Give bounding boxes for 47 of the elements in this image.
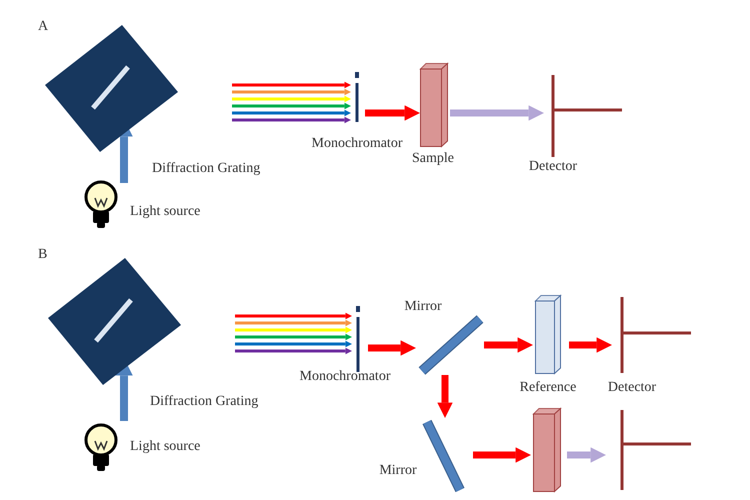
diffraction-grating xyxy=(48,258,183,388)
arrow xyxy=(235,334,352,340)
arrow xyxy=(235,340,352,348)
light-bulb-icon xyxy=(82,180,120,230)
arrow xyxy=(232,82,351,88)
sample-cuvette xyxy=(533,408,561,492)
component-label: Mirror xyxy=(379,464,417,478)
component-label: Reference xyxy=(520,381,576,395)
panel-label: A xyxy=(38,20,48,34)
arrow xyxy=(484,337,533,353)
monochromator-slit xyxy=(353,72,361,122)
arrow xyxy=(232,116,351,124)
mirror xyxy=(418,315,484,375)
component-label: Mirror xyxy=(404,300,442,314)
panel-label: B xyxy=(38,248,48,262)
component-label: Light source xyxy=(130,205,200,219)
detector-symbol xyxy=(619,297,691,373)
component-label: Diffraction Grating xyxy=(152,162,260,176)
mirror xyxy=(422,418,466,494)
arrow xyxy=(232,102,351,110)
arrow xyxy=(368,340,416,356)
component-label: Detector xyxy=(608,381,656,395)
arrow xyxy=(235,348,352,354)
arrow xyxy=(473,447,531,463)
component-label: Monochromator xyxy=(300,370,390,384)
component-label: Monochromator xyxy=(312,137,402,151)
arrow xyxy=(567,447,606,463)
sample-cuvette xyxy=(420,63,448,147)
sample-cuvette xyxy=(535,295,561,374)
component-label: Light source xyxy=(130,440,200,454)
arrow xyxy=(450,105,544,121)
light-bulb-icon xyxy=(82,423,120,473)
arrow xyxy=(232,88,351,96)
component-label: Sample xyxy=(412,152,454,166)
arrow xyxy=(235,326,352,334)
detector-symbol xyxy=(619,410,691,490)
arrow xyxy=(437,375,453,418)
arrow xyxy=(235,312,352,320)
detector-symbol xyxy=(550,75,622,157)
arrow xyxy=(235,320,352,326)
component-label: Diffraction Grating xyxy=(150,395,258,409)
arrow xyxy=(232,96,351,102)
arrow xyxy=(232,110,351,116)
arrow xyxy=(365,105,420,121)
component-label: Detector xyxy=(528,160,578,174)
arrow xyxy=(569,337,612,353)
monochromator-slit xyxy=(354,306,362,372)
